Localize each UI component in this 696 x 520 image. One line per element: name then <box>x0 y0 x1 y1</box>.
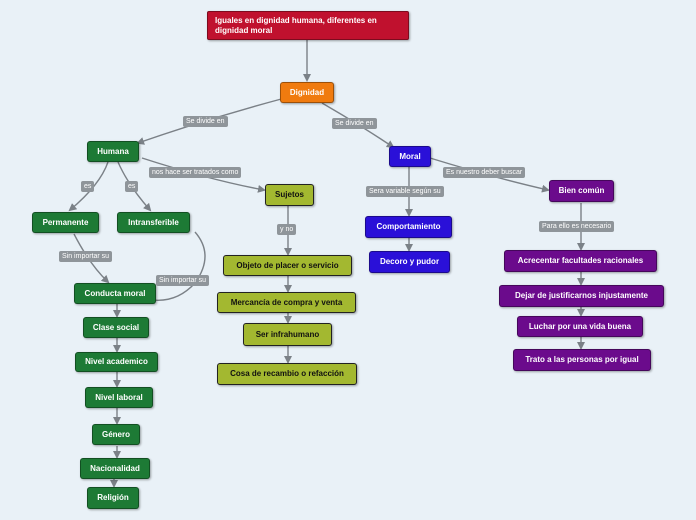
node-dejar[interactable]: Dejar de justificarnos injustamente <box>499 285 664 307</box>
node-moral[interactable]: Moral <box>389 146 431 167</box>
node-bien-comun[interactable]: Bien común <box>549 180 614 202</box>
node-objeto-placer[interactable]: Objeto de placer o servicio <box>223 255 352 276</box>
label-es-permanente: es <box>81 181 95 192</box>
label-es-intransferible: es <box>125 181 139 192</box>
node-nivel-academico[interactable]: Nivel academico <box>75 352 158 372</box>
node-comportamiento[interactable]: Comportamiento <box>365 216 452 238</box>
node-religion[interactable]: Religión <box>87 487 139 509</box>
node-clase-social[interactable]: Clase social <box>83 317 149 338</box>
node-infrahumano[interactable]: Ser infrahumano <box>243 323 332 346</box>
node-nivel-laboral[interactable]: Nivel laboral <box>85 387 153 408</box>
node-humana[interactable]: Humana <box>87 141 139 162</box>
node-mercancia[interactable]: Mercancía de compra y venta <box>217 292 356 313</box>
node-decoro[interactable]: Decoro y pudor <box>369 251 450 273</box>
label-nos-hace: nos hace ser tratados como <box>149 167 242 178</box>
node-sujetos[interactable]: Sujetos <box>265 184 314 206</box>
node-recambio[interactable]: Cosa de recambio o refacción <box>217 363 357 385</box>
node-permanente[interactable]: Permanente <box>32 212 99 233</box>
label-y-no: y no <box>277 224 297 235</box>
node-dignidad[interactable]: Dignidad <box>280 82 334 103</box>
edge-humana-permanente <box>68 161 109 212</box>
label-se-divide-en-right: Se divide en <box>332 118 377 129</box>
node-genero[interactable]: Género <box>92 424 140 445</box>
node-acrecentar[interactable]: Acrecentar facultades racionales <box>504 250 657 272</box>
label-sera-variable: Sera variable según su <box>366 186 444 197</box>
node-intransferible[interactable]: Intransferible <box>117 212 190 233</box>
label-sin-importar-2: Sin importar su <box>156 275 210 286</box>
label-para-ello: Para ello es necesario <box>539 221 615 232</box>
node-conducta-moral[interactable]: Conducta moral <box>74 283 156 304</box>
node-trato[interactable]: Trato a las personas por igual <box>513 349 651 371</box>
label-se-divide-en-left: Se divide en <box>183 116 228 127</box>
node-nacionalidad[interactable]: Nacionalidad <box>80 458 150 479</box>
label-sin-importar-1: Sin importar su <box>59 251 113 262</box>
root-topic[interactable]: Iguales en dignidad humana, diferentes e… <box>207 11 409 40</box>
label-es-nuestro: Es nuestro deber buscar <box>443 167 526 178</box>
node-luchar[interactable]: Luchar por una vida buena <box>517 316 643 337</box>
